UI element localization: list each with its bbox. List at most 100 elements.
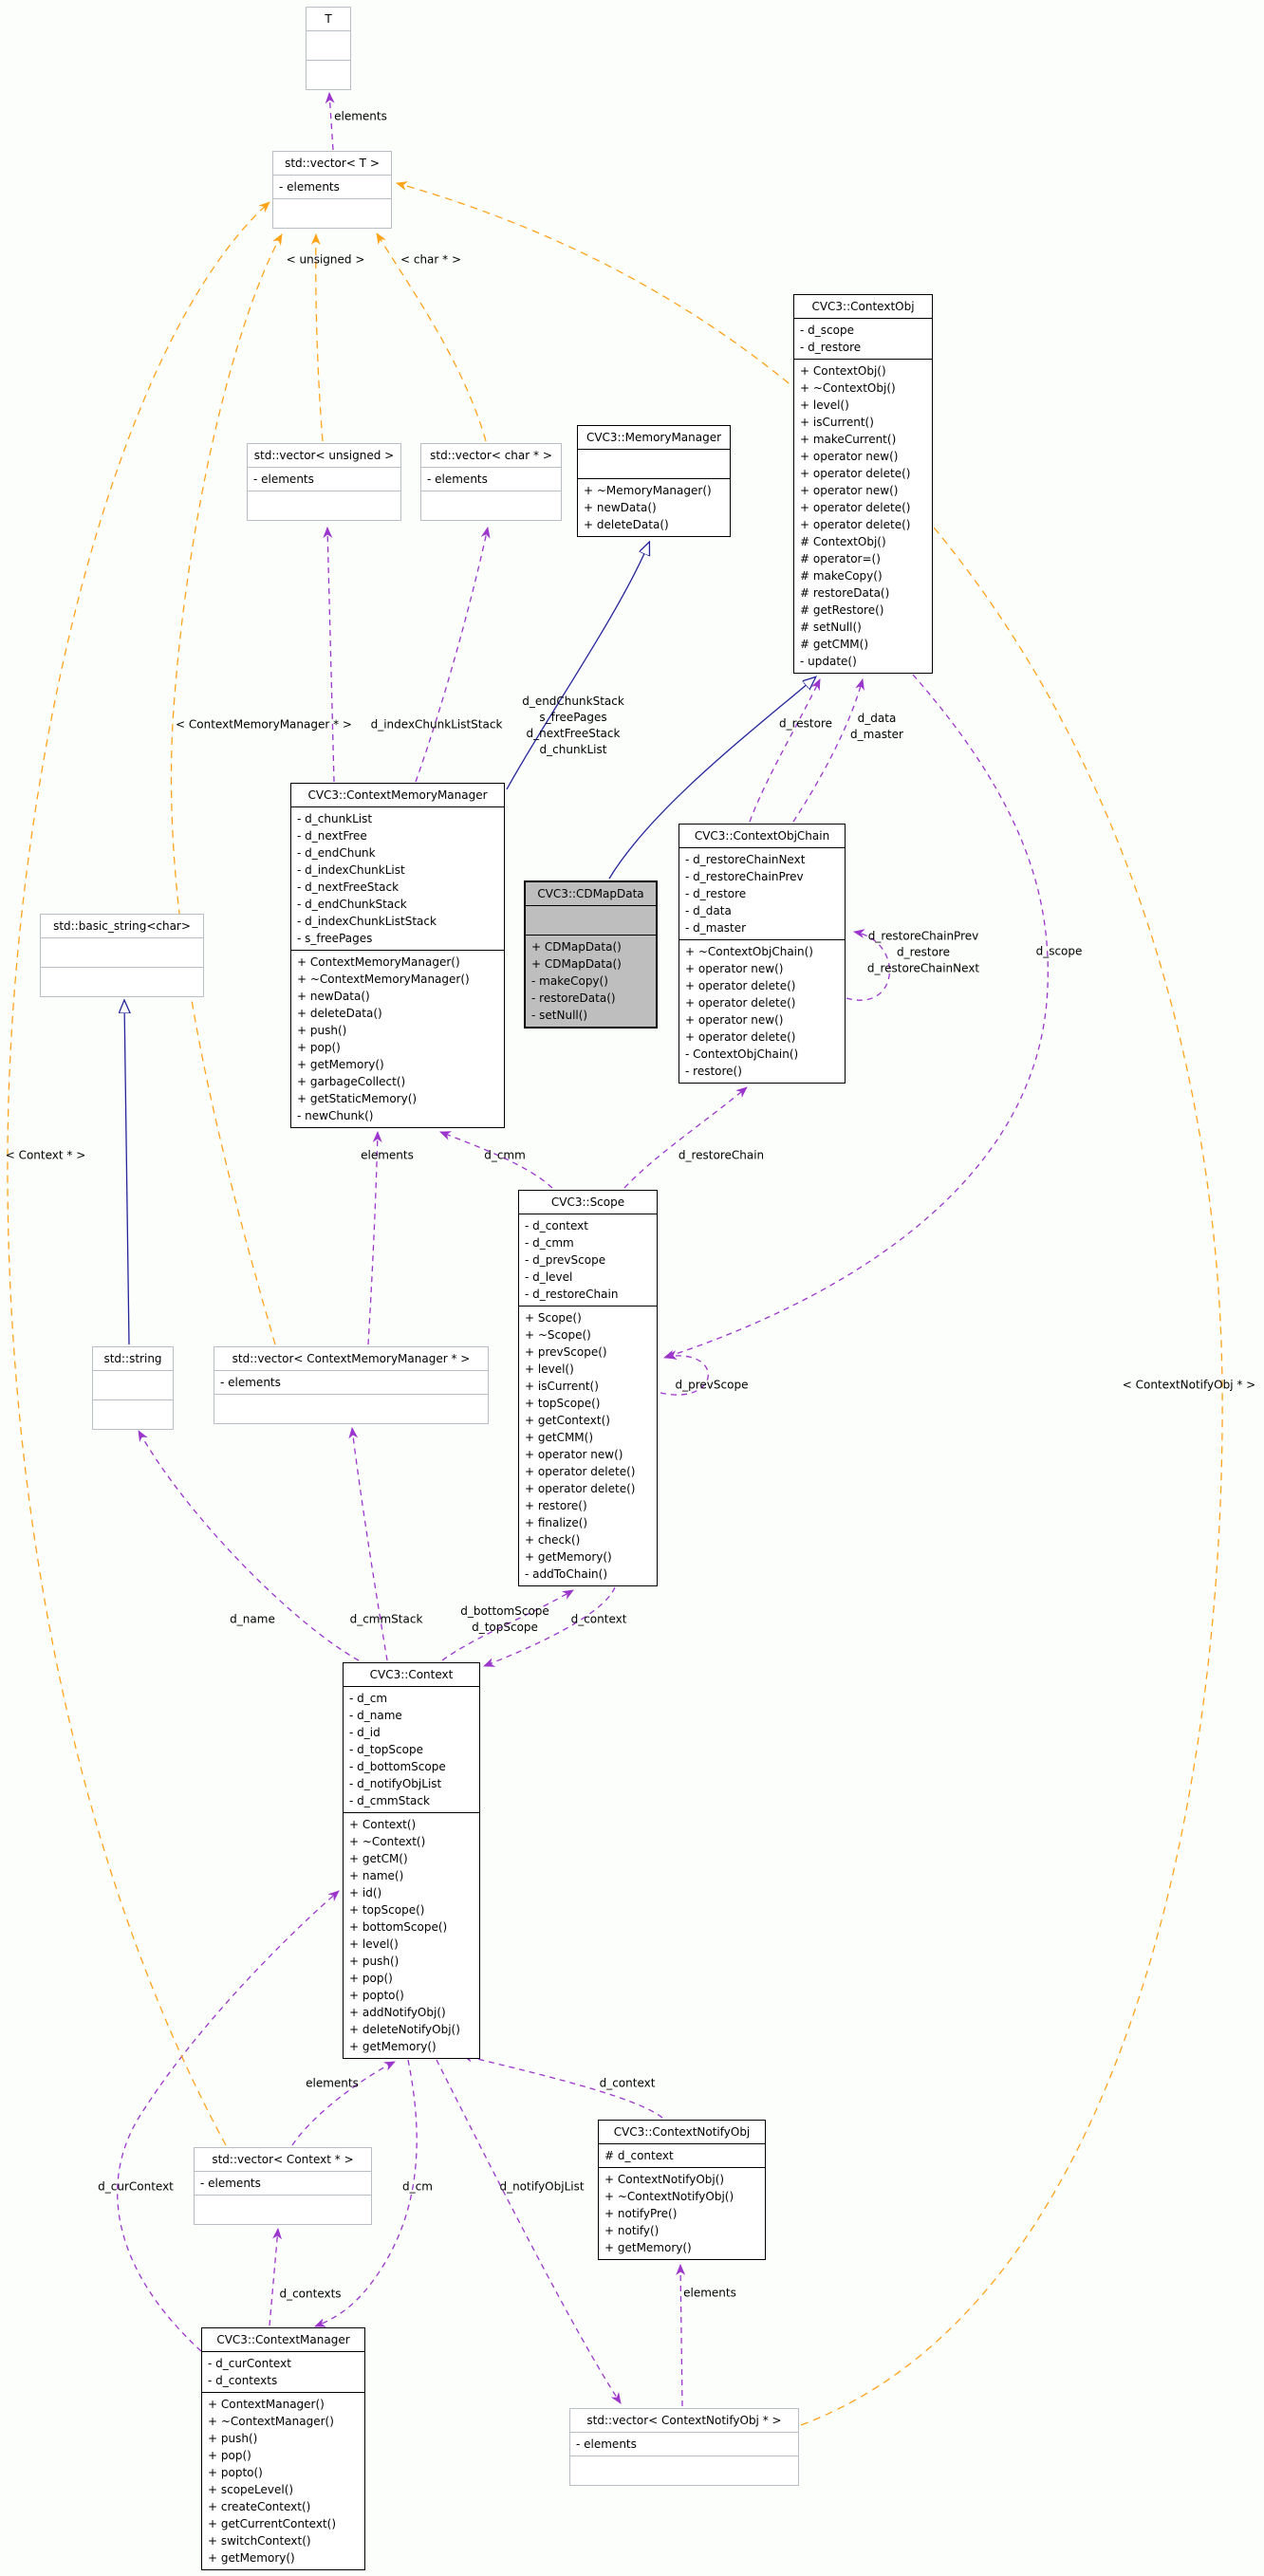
class-methods-section <box>93 1399 173 1429</box>
attribute: - elements <box>576 2437 637 2451</box>
class-string[interactable]: std::string <box>92 1346 174 1430</box>
edge-notify-d_context <box>461 2052 663 2119</box>
method: + deleteData() <box>584 518 669 531</box>
class-context-memory-manager[interactable]: CVC3::ContextMemoryManager- d_chunkList-… <box>290 783 505 1128</box>
method: + ~ContextNotifyObj() <box>604 2190 734 2203</box>
edge-label-line: d_cmmStack <box>349 1612 423 1626</box>
edge-label-line: d_scope <box>1035 944 1083 958</box>
edge-label-line: elements <box>306 2076 359 2090</box>
class-context-obj[interactable]: CVC3::ContextObj- d_scope- d_restore+ Co… <box>793 294 933 674</box>
method: + operator delete() <box>800 501 911 514</box>
attribute: - d_contexts <box>208 2374 278 2387</box>
edge-label-line: d_context <box>599 2076 656 2090</box>
class-vector-cmm[interactable]: std::vector< ContextMemoryManager * >- e… <box>214 1346 489 1424</box>
class-cdmapdata[interactable]: CVC3::CDMapData+ CDMapData()+ CDMapData(… <box>524 880 658 1029</box>
method: + isCurrent() <box>800 416 874 429</box>
edge-label: d_scope <box>1036 944 1083 960</box>
class-title: CVC3::ContextManager <box>202 2328 364 2352</box>
edge-label: d_prevScope <box>676 1378 749 1394</box>
edge-label: d_context <box>600 2076 656 2092</box>
attribute: - d_restoreChainPrev <box>685 870 804 883</box>
class-basic-string[interactable]: std::basic_string<char> <box>40 914 204 997</box>
method: + level() <box>349 1937 399 1951</box>
attribute: - d_notifyObjList <box>349 1777 442 1790</box>
edge-chain-d_data-d_master <box>792 678 864 823</box>
class-methods-section <box>307 60 350 89</box>
method: # getCMM() <box>800 638 869 651</box>
class-scope[interactable]: CVC3::Scope- d_context- d_cmm- d_prevSco… <box>518 1190 658 1586</box>
class-attributes-section: - d_scope- d_restore <box>794 319 932 359</box>
edge-label-line: d_cm <box>402 2179 433 2194</box>
method: + operator delete() <box>525 1465 636 1478</box>
method: + operator delete() <box>685 1030 796 1044</box>
class-attributes-section: - elements <box>248 468 400 491</box>
class-vector-unsigned[interactable]: std::vector< unsigned >- elements <box>247 443 401 521</box>
edge-label-line: d_restoreChainPrev <box>867 929 979 943</box>
class-vector-notify[interactable]: std::vector< ContextNotifyObj * >- eleme… <box>569 2408 799 2486</box>
method: + ~ContextMemoryManager() <box>297 973 470 986</box>
class-vector-t[interactable]: std::vector< T >- elements <box>272 151 392 229</box>
edge-label: elements <box>306 2076 359 2092</box>
class-t[interactable]: T <box>306 7 351 90</box>
method: + scopeLevel() <box>208 2483 294 2496</box>
method: + deleteNotifyObj() <box>349 2023 460 2036</box>
attribute: - d_indexChunkListStack <box>297 915 437 928</box>
method: + newData() <box>297 990 370 1003</box>
class-methods-section: + CDMapData()+ CDMapData()- makeCopy()- … <box>526 935 656 1027</box>
edge-label-line: < ContextMemoryManager * > <box>176 717 352 732</box>
attribute: - d_id <box>349 1726 381 1739</box>
edge-label: d_indexChunkListStack <box>371 717 503 733</box>
edge-label-line: d_curContext <box>98 2179 174 2194</box>
class-context-notify-obj[interactable]: CVC3::ContextNotifyObj# d_context+ Conte… <box>598 2120 766 2260</box>
method: - restore() <box>685 1065 742 1078</box>
method: + deleteData() <box>297 1007 382 1020</box>
attribute: - d_nextFreeStack <box>297 880 400 894</box>
class-context-obj-chain[interactable]: CVC3::ContextObjChain- d_restoreChainNex… <box>678 824 846 1084</box>
attribute: - elements <box>253 473 314 486</box>
method: + operator delete() <box>685 996 796 1010</box>
method: + push() <box>297 1024 347 1037</box>
attribute: - d_indexChunkList <box>297 863 405 877</box>
class-title: std::basic_string<char> <box>41 915 203 938</box>
edge-label-line: elements <box>334 109 387 123</box>
edge-scope-d_prevScope-loop <box>660 1350 709 1396</box>
edge-label-line: d_cmm <box>484 1148 526 1162</box>
method: + addNotifyObj() <box>349 2006 446 2019</box>
edge-cmm-d_indexChunkListStack <box>323 527 335 783</box>
edge-cmm-inherits-memorymanager <box>506 543 649 790</box>
class-vector-charp[interactable]: std::vector< char * >- elements <box>420 443 562 521</box>
edge-label-line: d_restoreChain <box>678 1148 765 1162</box>
method: + isCurrent() <box>525 1380 599 1393</box>
class-context-manager[interactable]: CVC3::ContextManager- d_curContext- d_co… <box>201 2327 365 2570</box>
method: # setNull() <box>800 621 862 634</box>
attribute: - d_name <box>349 1709 402 1722</box>
class-title: std::vector< unsigned > <box>248 444 400 468</box>
method: + level() <box>525 1362 574 1376</box>
method: + getMemory() <box>297 1058 384 1071</box>
class-attributes-section: - d_context- d_cmm- d_prevScope- d_level… <box>519 1214 657 1306</box>
method: + ~ContextObj() <box>800 381 896 395</box>
attribute: - elements <box>279 180 340 194</box>
class-attributes-section: - elements <box>273 176 391 198</box>
method: + getMemory() <box>525 1550 612 1564</box>
class-context[interactable]: CVC3::Context- d_cm- d_name- d_id- d_top… <box>343 1662 480 2059</box>
attribute: - d_endChunk <box>297 846 376 860</box>
class-vector-context[interactable]: std::vector< Context * >- elements <box>194 2147 372 2225</box>
edge-label-line: d_data <box>857 712 897 725</box>
method: + topScope() <box>525 1397 601 1410</box>
class-title: CVC3::Context <box>344 1663 479 1687</box>
method: + getContext() <box>525 1414 610 1427</box>
method: + check() <box>525 1533 581 1547</box>
edge-context-d_cmmStack <box>348 1427 388 1661</box>
class-memory-manager[interactable]: CVC3::MemoryManager+ ~MemoryManager()+ n… <box>577 425 731 537</box>
method: + prevScope() <box>525 1345 607 1359</box>
edge-scope-d_cmm <box>439 1131 553 1189</box>
method: + name() <box>349 1869 404 1882</box>
attribute: - d_master <box>685 921 747 935</box>
class-title: std::string <box>93 1347 173 1371</box>
class-attributes-section: - d_restoreChainNext- d_restoreChainPrev… <box>679 848 845 939</box>
edge-label: d_notifyObjList <box>499 2179 584 2196</box>
